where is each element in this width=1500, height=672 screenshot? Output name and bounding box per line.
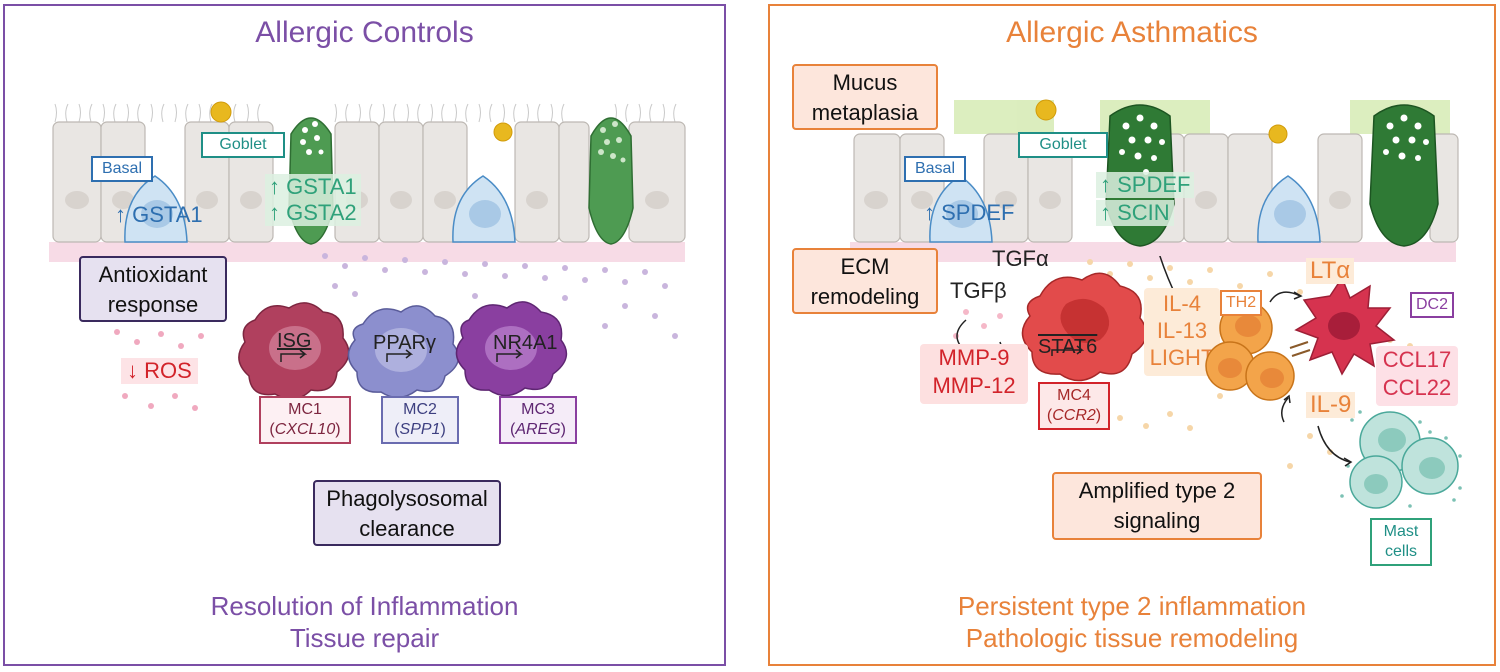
basal-cell-label: Basal: [904, 156, 966, 182]
isg-mark: ISG: [277, 330, 312, 352]
mast-line-2: cells: [1384, 543, 1417, 560]
ppar-gamma-mark: PPARγ: [373, 332, 436, 354]
phago-line-2: clearance: [359, 516, 455, 541]
allergic-controls-panel: Allergic Controls: [3, 4, 726, 666]
mc3-label: MC3 (AREG): [499, 396, 577, 444]
phago-line-1: Phagolysosomal: [326, 486, 488, 511]
mc3-gene-name: AREG: [515, 421, 561, 438]
nr4a1-mark: NR4A1: [493, 332, 558, 354]
mucus-metaplasia-box: Mucus metaplasia: [792, 64, 938, 130]
right-footer-line-1: Persistent type 2 inflammation: [957, 591, 1307, 621]
amplified-type2-signaling-box: Amplified type 2 signaling: [1052, 472, 1262, 540]
ccl17-label: CCL17: [1382, 347, 1452, 372]
il13-label: IL-13: [1156, 318, 1208, 343]
goblet-gene-label-1: ↑ GSTA1: [265, 174, 361, 200]
mucus-line-2: metaplasia: [811, 100, 919, 125]
allergic-asthmatics-panel: Allergic Asthmatics: [768, 4, 1496, 666]
il4-label: IL-4: [1163, 291, 1201, 316]
stat6-mark: STAT6: [1038, 336, 1098, 358]
mc1-gene-name: CXCL10: [274, 421, 336, 438]
th2-label: TH2: [1220, 290, 1262, 316]
left-footer: Resolution of Inflammation Tissue repair: [5, 590, 724, 654]
panel-title: Allergic Asthmatics: [1006, 16, 1258, 49]
right-footer: Persistent type 2 inflammation Pathologi…: [770, 590, 1494, 654]
mast-line-1: Mast: [1383, 523, 1419, 540]
ros-label: ↓ ROS: [121, 358, 198, 384]
il9-label: IL-9: [1306, 392, 1356, 418]
epithelium-illustration: [850, 99, 1459, 262]
ccl-box: CCL17 CCL22: [1376, 346, 1458, 406]
mucus-line-1: Mucus: [832, 70, 898, 95]
goblet-gene-label-2: ↑ SCIN: [1096, 200, 1174, 226]
mc2-label: MC2 (SPP1): [381, 396, 459, 444]
mc2-gene-name: SPP1: [399, 421, 441, 438]
macrophage-illustrations: [238, 301, 568, 400]
basal-gene-label: ↑ GSTA1: [115, 202, 203, 227]
ecm-remodeling-box: ECM remodeling: [792, 248, 938, 314]
goblet-cell-label: Goblet: [201, 132, 285, 158]
ecm-line-1: ECM: [840, 254, 890, 279]
amplified-line-2: signaling: [1113, 508, 1201, 533]
epithelium-illustration: [49, 101, 686, 262]
mmp-12-label: MMP-12: [932, 373, 1016, 398]
goblet-cell-label: Goblet: [1018, 132, 1108, 158]
mc1-name: MC1: [288, 401, 322, 418]
tgf-alpha-label: TGFα: [992, 246, 1049, 271]
left-footer-line-2: Tissue repair: [289, 623, 440, 653]
immune-cells-illustration: [1205, 276, 1462, 509]
mc4-label: MC4 (CCR2): [1038, 382, 1110, 430]
mast-cells-label: Mast cells: [1370, 518, 1432, 566]
amplified-line-1: Amplified type 2: [1078, 478, 1236, 503]
mc3-name: MC3: [521, 401, 555, 418]
dc2-label: DC2: [1410, 292, 1454, 318]
antioxidant-line-1: Antioxidant: [98, 262, 208, 287]
secretion-dots: [114, 253, 678, 411]
left-footer-line-1: Resolution of Inflammation: [210, 591, 519, 621]
mc2-gene: (SPP1): [394, 421, 446, 438]
goblet-gene-label-2: ↑ GSTA2: [265, 200, 361, 226]
phagolysosomal-clearance-box: Phagolysosomal clearance: [313, 480, 501, 546]
mc4-gene-name: CCR2: [1052, 407, 1096, 424]
mc1-gene: (CXCL10): [269, 421, 341, 438]
mc2-name: MC2: [403, 401, 437, 418]
mmp-box: MMP-9 MMP-12: [920, 344, 1028, 404]
ecm-line-2: remodeling: [810, 284, 920, 309]
ccl22-label: CCL22: [1382, 375, 1452, 400]
mc1-label: MC1 (CXCL10): [259, 396, 351, 444]
goblet-gene-label-1: ↑ SPDEF: [1096, 172, 1195, 198]
lt-alpha-label: LTα: [1306, 258, 1355, 284]
mc4-name: MC4: [1057, 387, 1091, 404]
antioxidant-response-box: Antioxidant response: [79, 256, 227, 322]
basal-cell-label: Basal: [91, 156, 153, 182]
panel-title: Allergic Controls: [255, 16, 474, 49]
mc4-macrophage-illustration: [956, 256, 1303, 382]
light-label: LIGHT: [1149, 345, 1215, 370]
mc4-gene: (CCR2): [1046, 407, 1102, 424]
antioxidant-line-2: response: [107, 292, 199, 317]
mc3-gene: (AREG): [510, 421, 566, 438]
tgf-beta-label: TGFβ: [950, 278, 1007, 303]
mmp-9-label: MMP-9: [938, 345, 1010, 370]
right-footer-line-2: Pathologic tissue remodeling: [965, 623, 1299, 653]
basal-gene-label: ↑ SPDEF: [924, 200, 1015, 225]
